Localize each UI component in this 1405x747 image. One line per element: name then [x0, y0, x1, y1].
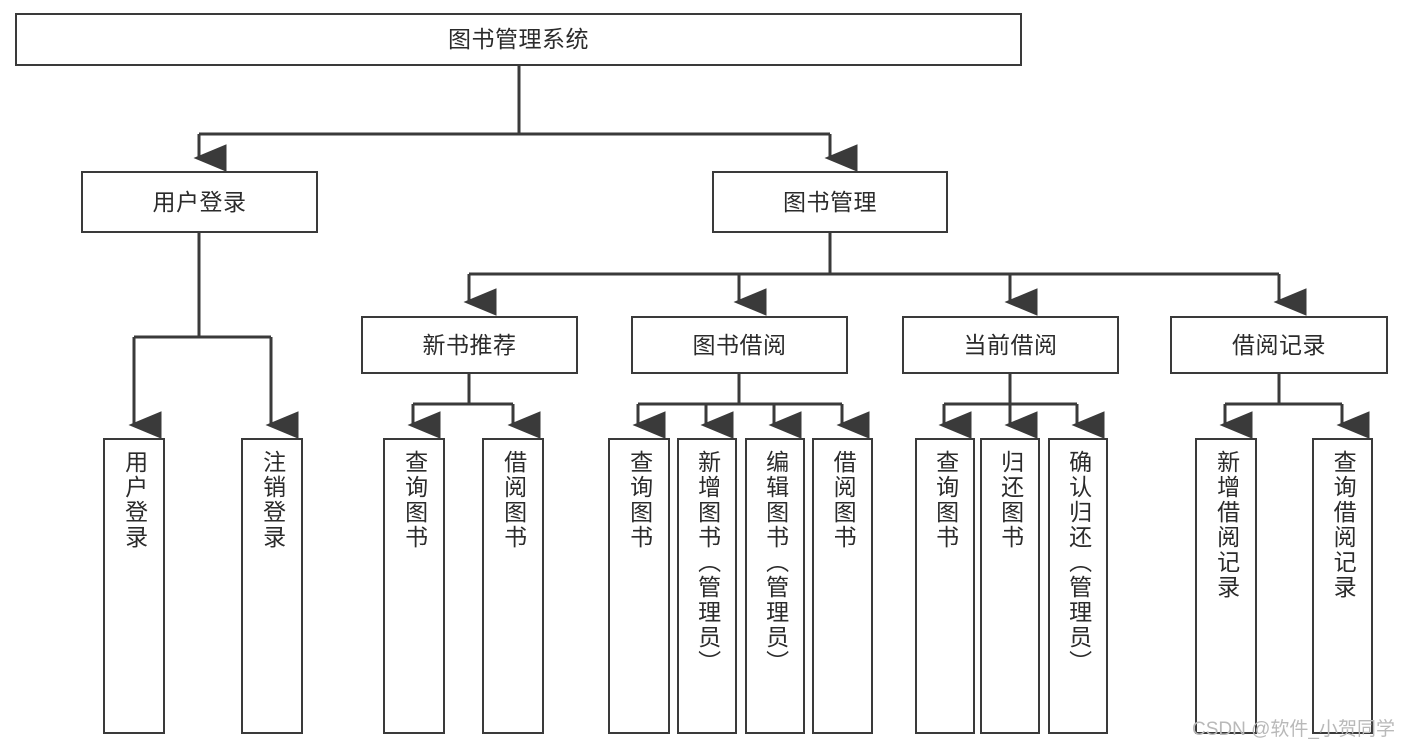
leaf-borrow-borrow-book[interactable]: 借阅图书 [812, 438, 873, 734]
node-current-borrow-label: 当前借阅 [963, 331, 1058, 358]
leaf-borrow-edit-book-label: 编辑图书（管理员） [762, 450, 789, 675]
leaf-user-login-signin-label: 用户登录 [121, 450, 148, 550]
leaf-user-login-signout-label: 注销登录 [259, 450, 286, 550]
node-book-borrow[interactable]: 图书借阅 [631, 316, 848, 374]
node-book-management-label: 图书管理 [783, 188, 877, 215]
node-user-login[interactable]: 用户登录 [81, 171, 318, 233]
leaf-current-return-book[interactable]: 归还图书 [980, 438, 1040, 734]
leaf-current-confirm-return-label: 确认归还（管理员） [1065, 450, 1092, 675]
node-book-management[interactable]: 图书管理 [712, 171, 948, 233]
leaf-recommend-query-book[interactable]: 查询图书 [383, 438, 445, 734]
leaf-borrow-borrow-book-label: 借阅图书 [830, 450, 857, 550]
leaf-current-query-book[interactable]: 查询图书 [915, 438, 975, 734]
leaf-borrow-add-book-label: 新增图书（管理员） [694, 450, 721, 675]
node-current-borrow[interactable]: 当前借阅 [902, 316, 1119, 374]
leaf-record-query-record[interactable]: 查询借阅记录 [1312, 438, 1373, 734]
leaf-user-login-signin[interactable]: 用户登录 [103, 438, 165, 734]
node-book-borrow-label: 图书借阅 [692, 331, 787, 358]
leaf-user-login-signout[interactable]: 注销登录 [241, 438, 303, 734]
leaf-borrow-edit-book[interactable]: 编辑图书（管理员） [745, 438, 805, 734]
leaf-borrow-add-book[interactable]: 新增图书（管理员） [677, 438, 737, 734]
node-borrow-record-label: 借阅记录 [1232, 331, 1326, 358]
node-new-book-recommend[interactable]: 新书推荐 [361, 316, 578, 374]
node-new-book-recommend-label: 新书推荐 [422, 331, 517, 358]
leaf-current-query-book-label: 查询图书 [932, 450, 959, 550]
leaf-record-add-record-label: 新增借阅记录 [1213, 450, 1240, 600]
leaf-record-add-record[interactable]: 新增借阅记录 [1195, 438, 1257, 734]
node-root[interactable]: 图书管理系统 [15, 13, 1022, 66]
leaf-borrow-query-book-label: 查询图书 [626, 450, 653, 550]
leaf-recommend-borrow-book[interactable]: 借阅图书 [482, 438, 544, 734]
leaf-record-query-record-label: 查询借阅记录 [1330, 450, 1357, 600]
leaf-current-confirm-return[interactable]: 确认归还（管理员） [1048, 438, 1108, 734]
leaf-current-return-book-label: 归还图书 [997, 450, 1024, 550]
node-borrow-record[interactable]: 借阅记录 [1170, 316, 1388, 374]
node-root-label: 图书管理系统 [448, 26, 589, 53]
leaf-borrow-query-book[interactable]: 查询图书 [608, 438, 670, 734]
leaf-recommend-query-book-label: 查询图书 [401, 450, 428, 550]
leaf-recommend-borrow-book-label: 借阅图书 [500, 450, 527, 550]
node-user-login-label: 用户登录 [152, 188, 247, 215]
